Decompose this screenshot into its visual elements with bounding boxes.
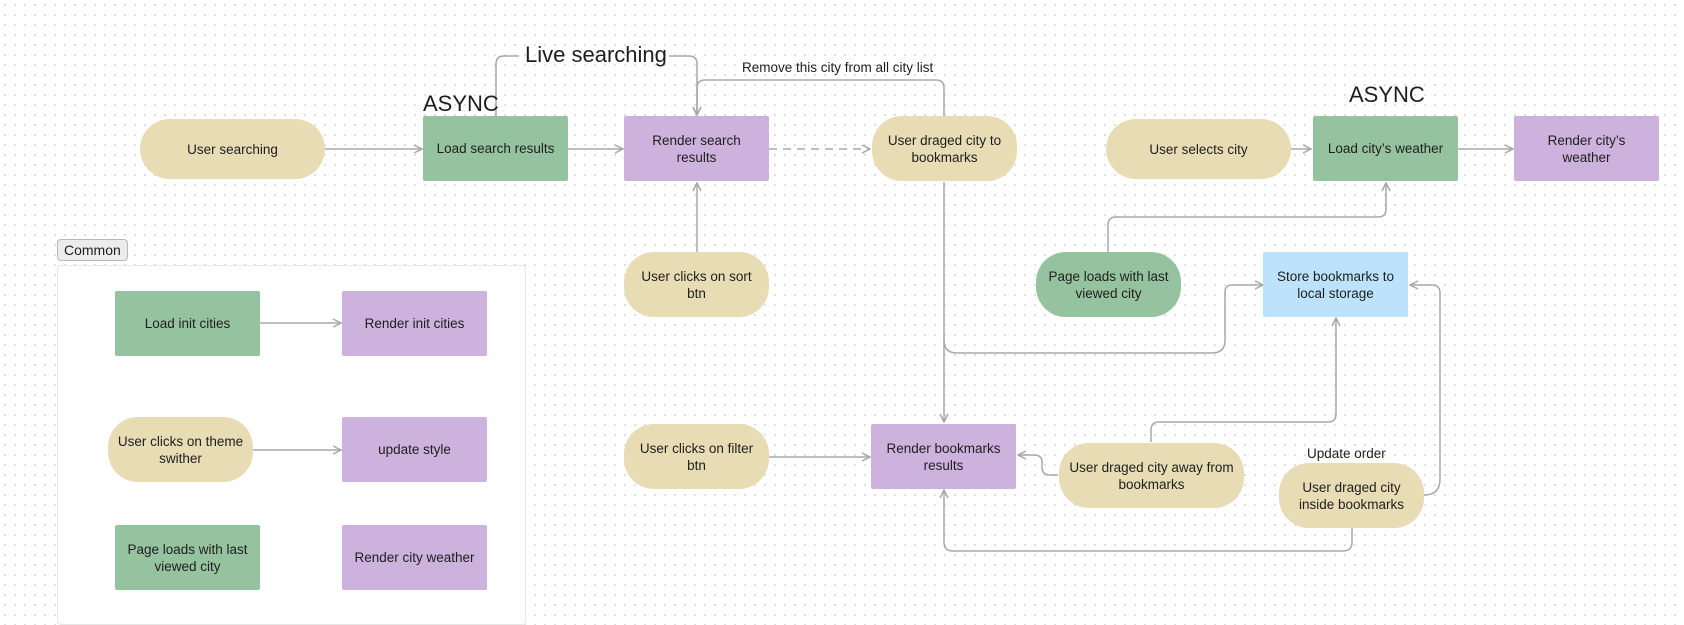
common-connectors-layer bbox=[253, 0, 1684, 612]
update-order-label: Update order bbox=[1307, 446, 1386, 461]
async-label-left: ASYNC bbox=[423, 91, 499, 116]
node-user-dragged-inside[interactable]: User draged city inside bookmarks bbox=[1279, 463, 1424, 528]
connector-away-to-store bbox=[1150, 318, 1336, 442]
connectors-layer bbox=[325, 55, 1684, 552]
node-user-dragged-to-bookmarks[interactable]: User draged city to bookmarks bbox=[872, 116, 1017, 181]
connector-inside-to-render-bookmarks bbox=[944, 490, 1353, 552]
node-store-bookmarks[interactable]: Store bookmarks to local storage bbox=[1263, 252, 1408, 317]
connector-page-loads-to-load-weather bbox=[1107, 183, 1386, 252]
node-render-city-weather[interactable]: Render city’s weather bbox=[1514, 116, 1659, 181]
node-user-selects-city[interactable]: User selects city bbox=[1106, 119, 1291, 179]
common-frame-title[interactable]: Common bbox=[57, 239, 128, 261]
connector-inside-to-store bbox=[1410, 285, 1441, 496]
connector-remove-city bbox=[697, 79, 945, 116]
common-node-load-init-cities[interactable]: Load init cities bbox=[115, 291, 260, 356]
common-node-render-city-weather[interactable]: Render city weather bbox=[342, 525, 487, 590]
node-user-dragged-away[interactable]: User draged city away from bookmarks bbox=[1059, 443, 1244, 508]
flow-diagram: Common Live searching ASYNC bbox=[57, 0, 1684, 625]
async-label-right: ASYNC bbox=[1349, 82, 1425, 107]
common-node-update-style[interactable]: update style bbox=[342, 417, 487, 482]
node-user-clicks-filter[interactable]: User clicks on filter btn bbox=[624, 424, 769, 489]
node-user-clicks-sort[interactable]: User clicks on sort btn bbox=[624, 252, 769, 317]
node-render-bookmarks-results[interactable]: Render bookmarks results bbox=[871, 424, 1016, 489]
remove-city-label: Remove this city from all city list bbox=[742, 60, 934, 75]
node-load-search-results[interactable]: Load search results bbox=[423, 116, 568, 181]
node-user-searching[interactable]: User searching bbox=[140, 119, 325, 179]
connector-live-searching-loop bbox=[495, 55, 697, 116]
common-node-render-init-cities[interactable]: Render init cities bbox=[342, 291, 487, 356]
live-searching-label: Live searching bbox=[525, 42, 667, 67]
common-node-user-clicks-theme[interactable]: User clicks on theme swither bbox=[108, 417, 253, 482]
node-page-loads-last-city[interactable]: Page loads with last viewed city bbox=[1036, 252, 1181, 317]
connector-dragged-to-store bbox=[943, 285, 1263, 354]
common-node-page-loads-last-city[interactable]: Page loads with last viewed city bbox=[115, 525, 260, 590]
node-render-search-results[interactable]: Render search results bbox=[624, 116, 769, 181]
node-load-city-weather[interactable]: Load city’s weather bbox=[1313, 116, 1458, 181]
connector-away-to-render-bookmarks bbox=[1018, 455, 1058, 476]
